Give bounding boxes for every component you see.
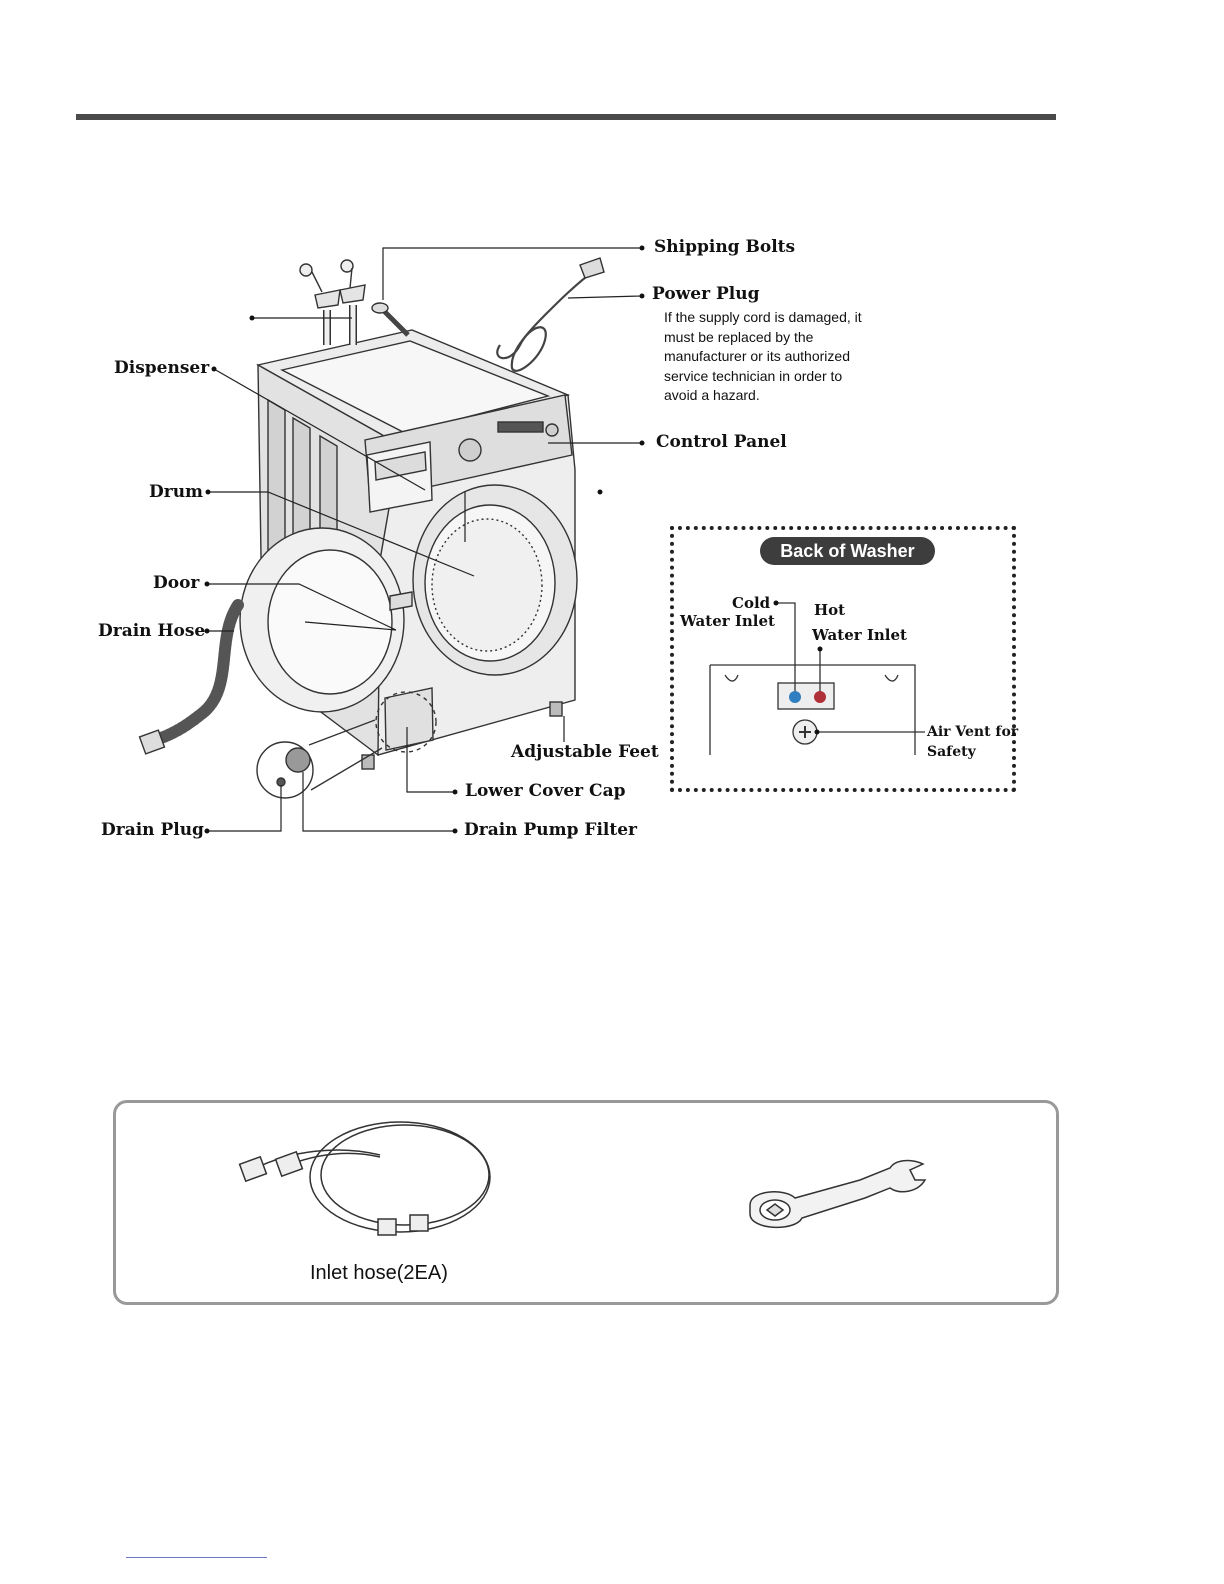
label-control-panel: Control Panel xyxy=(656,432,787,452)
top-rule xyxy=(76,114,1056,120)
cold-water-inlet-icon xyxy=(789,691,801,703)
power-plug-note: If the supply cord is damaged, it must b… xyxy=(664,309,862,403)
label-door: Door xyxy=(153,573,200,593)
label-drum: Drum xyxy=(149,482,204,502)
leader-dots xyxy=(204,245,645,834)
washer-illustration xyxy=(138,257,605,799)
label-drain-hose: Drain Hose xyxy=(98,621,206,641)
label-shipping-bolts: Shipping Bolts xyxy=(654,237,796,257)
back-of-washer-panel xyxy=(670,526,1016,792)
label-drain-plug: Drain Plug xyxy=(101,820,204,840)
hot-water-inlet-icon xyxy=(814,691,826,703)
spanner-image xyxy=(749,1159,927,1229)
label-power-plug: Power Plug xyxy=(652,284,760,304)
air-vent-label-1: Air Vent for xyxy=(927,724,1019,740)
air-vent-label-2: Safety xyxy=(927,744,976,760)
cold-inlet-label-1: Cold xyxy=(732,594,771,612)
inlet-hose-image xyxy=(238,1121,491,1236)
back-of-washer-illustration xyxy=(709,600,925,755)
washer-diagram xyxy=(138,245,645,834)
leader-lines xyxy=(207,247,643,832)
label-adjustable-feet: Adjustable Feet xyxy=(511,742,659,762)
label-dispenser: Dispenser xyxy=(114,358,210,378)
label-lower-cover-cap: Lower Cover Cap xyxy=(465,781,626,801)
inlet-hose-label: Inlet hose(2EA) xyxy=(310,1262,448,1284)
label-drain-pump-filter: Drain Pump Filter xyxy=(464,820,637,840)
hot-inlet-label-2: Water Inlet xyxy=(812,626,907,644)
back-of-washer-title: Back of Washer xyxy=(760,537,935,565)
cold-inlet-label-2: Water Inlet xyxy=(680,612,775,630)
footer-link-rule xyxy=(126,1557,267,1558)
hot-inlet-label-1: Hot xyxy=(814,601,846,619)
accessories-box xyxy=(113,1100,1059,1305)
